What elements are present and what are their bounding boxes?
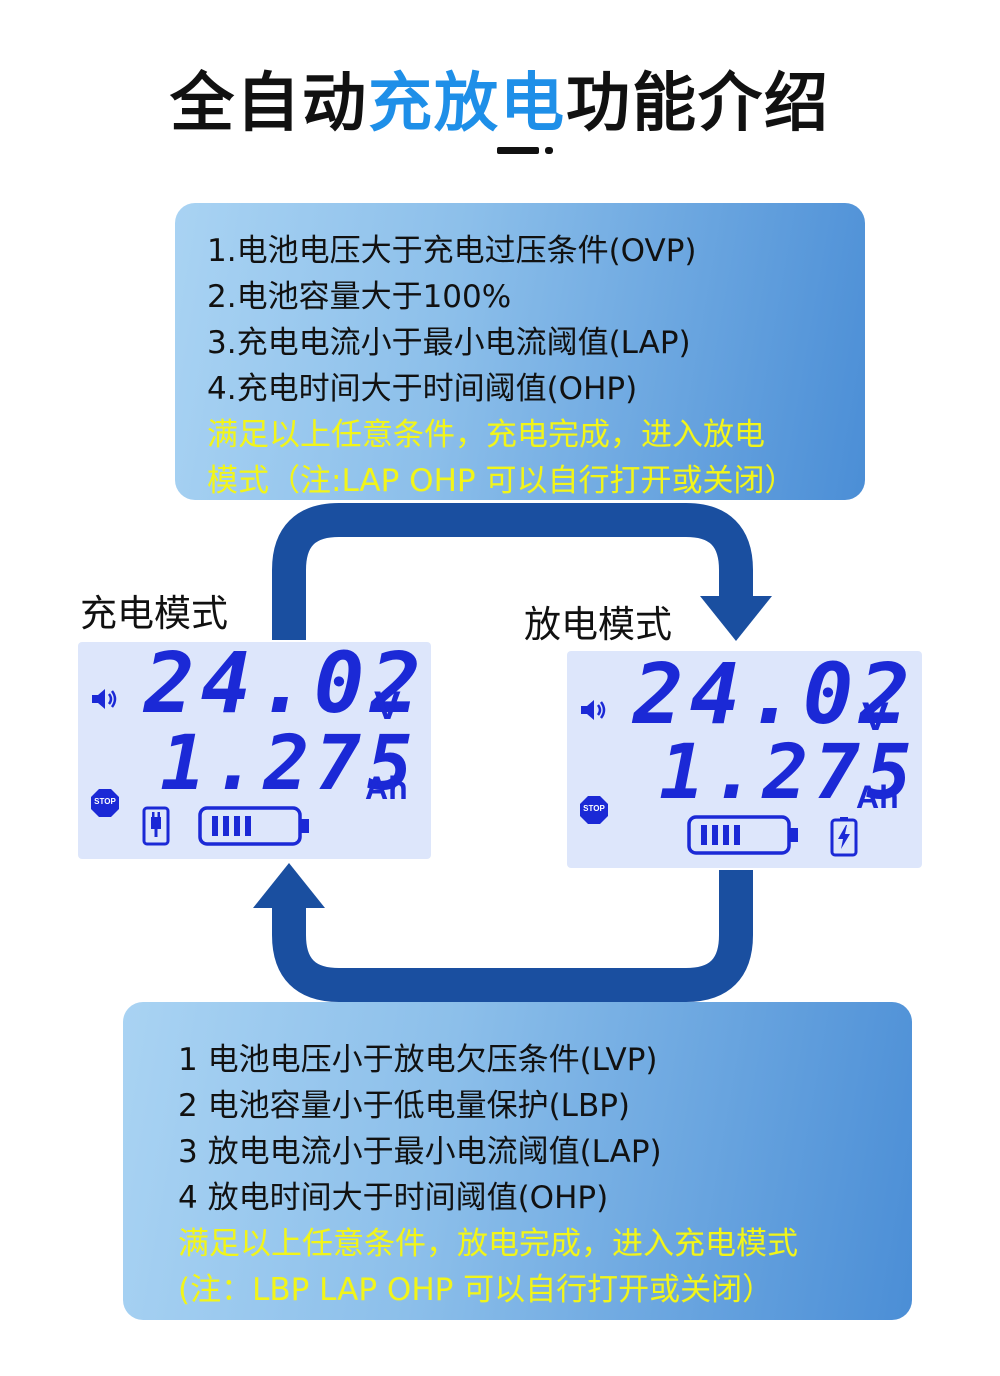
voltage-readout: 24.02	[633, 645, 916, 743]
result-note: (注：LBP LAP OHP 可以自行打开或关闭）	[178, 1272, 774, 1308]
title-part1: 全自动	[170, 67, 368, 141]
result-note: 满足以上任意条件，充电完成，进入放电	[207, 417, 765, 453]
discharge-lcd-display: 24.02 V 1.275 Ah STOP	[567, 645, 922, 868]
flow-arrow-to-charge	[272, 870, 753, 1002]
voltage-readout: 24.02	[144, 634, 427, 732]
plug-icon	[142, 806, 170, 846]
title-underline	[497, 147, 539, 154]
charge-lcd-display: 24.02 V 1.275 Ah STOP	[78, 634, 431, 859]
battery-icon	[198, 806, 309, 846]
condition-item: 1 电池电压小于放电欠压条件(LVP)	[178, 1042, 658, 1078]
page-title: 全自动充放电功能介绍	[0, 52, 1000, 144]
speaker-icon	[581, 700, 606, 720]
charge-mode-label: 充电模式	[80, 592, 228, 635]
title-underline-dot	[545, 147, 553, 154]
condition-item: 4 放电时间大于时间阈值(OHP)	[178, 1180, 609, 1216]
voltage-unit: V	[374, 684, 401, 728]
condition-item: 4.充电时间大于时间阈值(OHP)	[207, 371, 638, 407]
condition-item: 3.充电电流小于最小电流阈值(LAP)	[207, 325, 691, 361]
voltage-unit: V	[862, 695, 889, 739]
condition-item: 3 放电电流小于最小电流阈值(LAP)	[178, 1134, 662, 1170]
capacity-unit: Ah	[856, 779, 899, 815]
discharge-mode-label: 放电模式	[524, 603, 672, 646]
result-note: 模式（注:LAP OHP 可以自行打开或关闭）	[207, 463, 796, 499]
capacity-readout: 1.275	[160, 718, 419, 807]
condition-item: 2 电池容量小于低电量保护(LBP)	[178, 1088, 630, 1124]
stop-label: STOP	[94, 797, 116, 806]
title-highlight: 充放电	[368, 67, 566, 141]
capacity-readout: 1.275	[659, 727, 918, 816]
arrowhead-up-icon	[253, 863, 325, 908]
battery-icon	[687, 815, 798, 855]
title-part3: 功能介绍	[566, 67, 830, 141]
stop-icon: STOP	[90, 788, 120, 818]
charge-complete-conditions-box: 1.电池电压大于充电过压条件(OVP) 2.电池容量大于100% 3.充电电流小…	[175, 203, 865, 500]
stop-icon: STOP	[579, 795, 609, 825]
condition-item: 1.电池电压大于充电过压条件(OVP)	[207, 233, 697, 269]
discharge-complete-conditions-box: 1 电池电压小于放电欠压条件(LVP) 2 电池容量小于低电量保护(LBP) 3…	[123, 1002, 912, 1320]
capacity-unit: Ah	[365, 770, 408, 806]
flow-arrow-to-discharge	[272, 503, 753, 640]
speaker-icon	[92, 689, 117, 709]
arrowhead-down-icon	[700, 596, 772, 641]
result-note: 满足以上任意条件，放电完成，进入充电模式	[178, 1226, 798, 1262]
condition-item: 2.电池容量大于100%	[207, 279, 512, 315]
stop-label: STOP	[583, 804, 605, 813]
lightning-icon	[830, 817, 858, 857]
